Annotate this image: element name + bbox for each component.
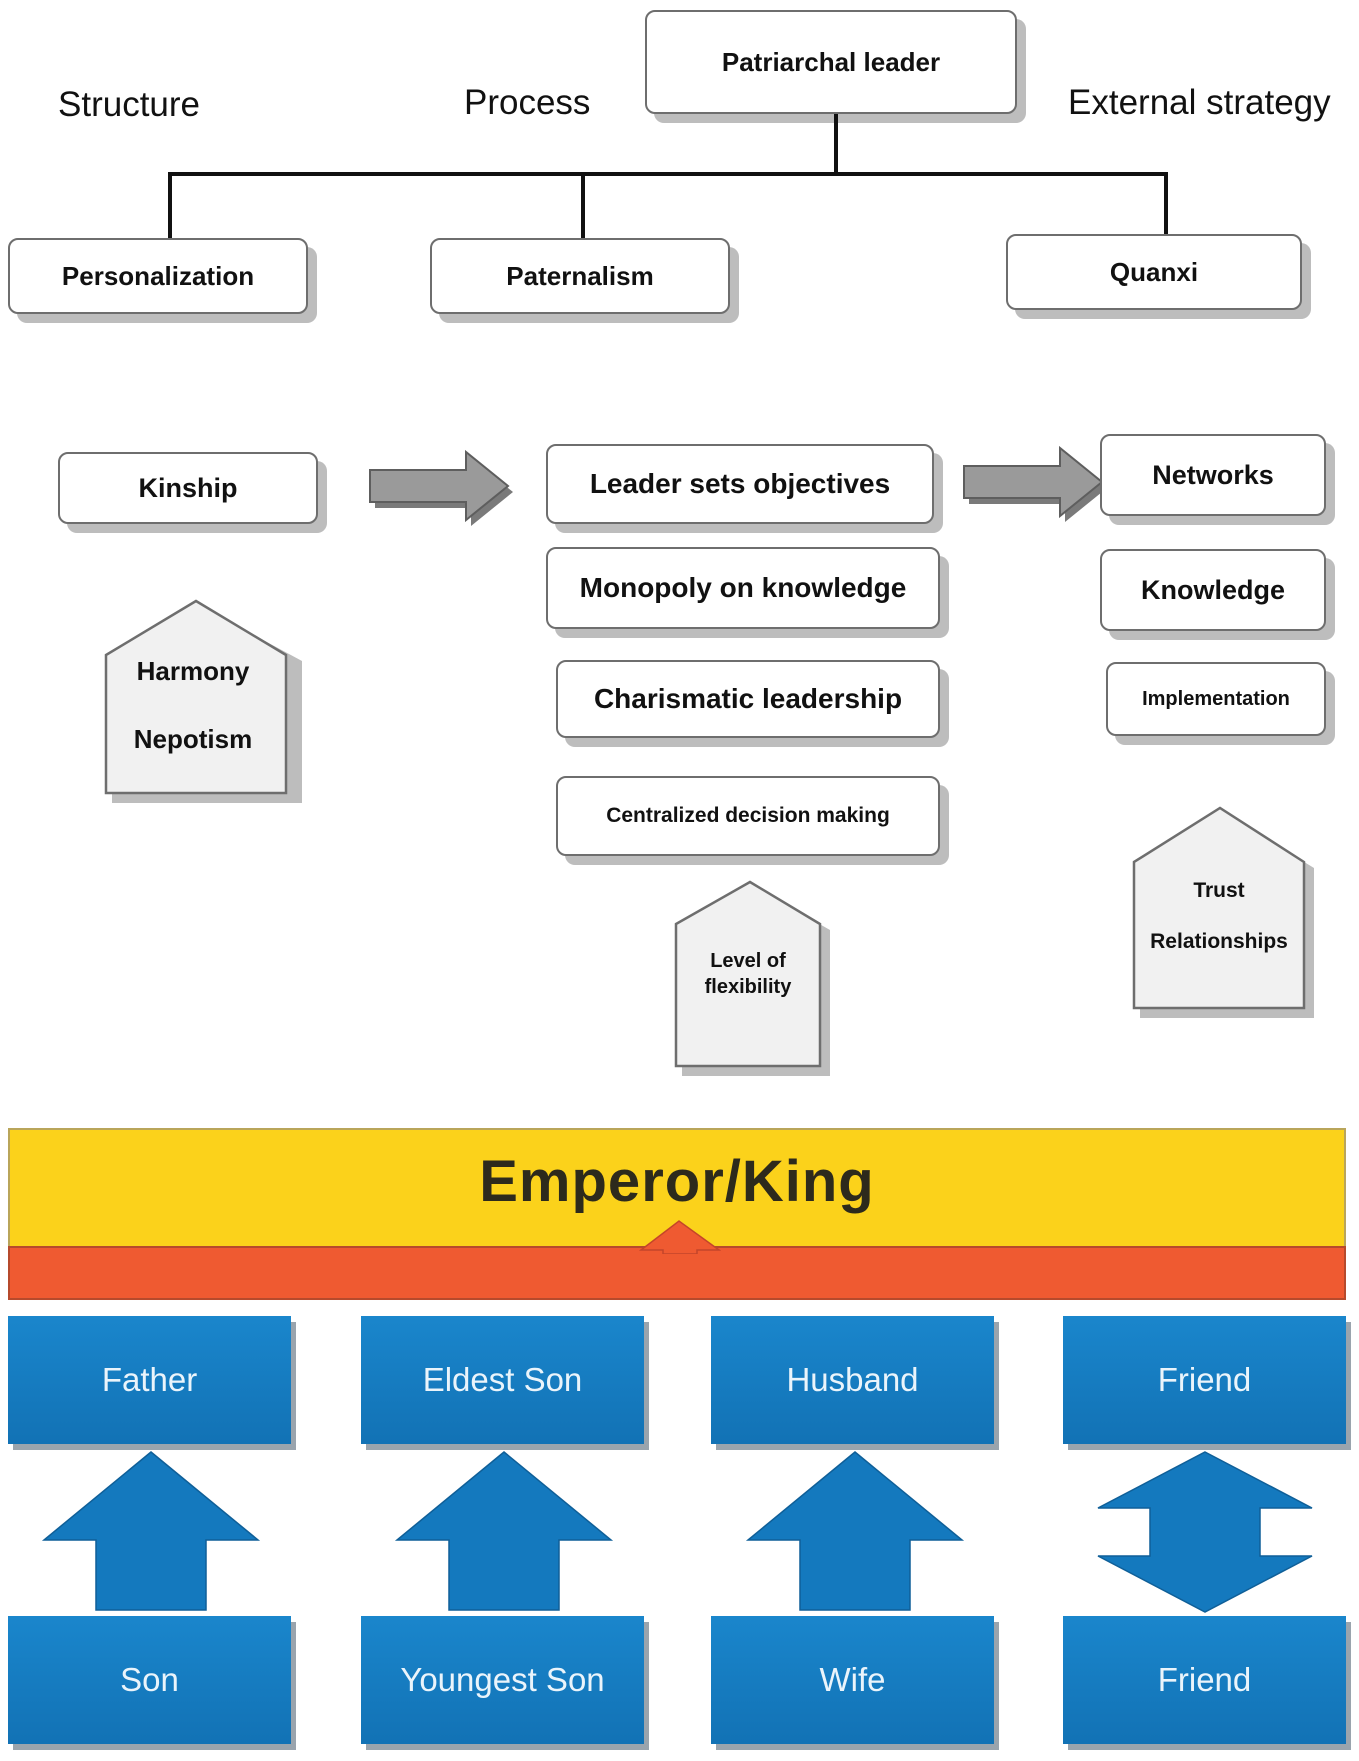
trust-relationships-pentagon xyxy=(1132,806,1314,1018)
eldest-son-label: Eldest Son xyxy=(422,1361,583,1398)
kinship-label: Kinship xyxy=(138,472,238,503)
flexibility-label: flexibility xyxy=(704,976,792,998)
kinship-box: Kinship xyxy=(58,452,318,524)
level-of-label: Level of xyxy=(710,950,786,972)
double-arrow-icon xyxy=(1097,1451,1313,1613)
charismatic-leadership-box: Charismatic leadership xyxy=(556,660,940,738)
father-box: Father xyxy=(8,1316,291,1444)
trust-label: Trust xyxy=(1193,879,1245,902)
paternalism-box: Paternalism xyxy=(430,238,730,314)
arrow-right-icon xyxy=(963,445,1107,522)
arrow-right-icon xyxy=(369,449,513,526)
red-band xyxy=(8,1246,1346,1300)
emperor-king-label: Emperor/King xyxy=(479,1149,875,1214)
leader-sets-objectives-box: Leader sets objectives xyxy=(546,444,934,524)
connector-horizontal xyxy=(168,172,1168,176)
youngest-son-box: Youngest Son xyxy=(361,1616,644,1744)
harmony-nepotism-pentagon xyxy=(104,599,302,803)
trust-relationships-text: Trust Relationships xyxy=(1134,866,1304,966)
heading-external-strategy: External strategy xyxy=(1068,83,1331,122)
husband-box: Husband xyxy=(711,1316,994,1444)
harmony-label: Harmony xyxy=(136,656,250,686)
level-of-flexibility-pentagon xyxy=(674,880,830,1076)
centralized-decision-making-label: Centralized decision making xyxy=(606,804,890,827)
father-label: Father xyxy=(101,1361,198,1398)
networks-label: Networks xyxy=(1152,459,1274,490)
friend-upper-box: Friend xyxy=(1063,1316,1346,1444)
leader-sets-objectives-label: Leader sets objectives xyxy=(589,468,891,499)
quanxi-box: Quanxi xyxy=(1006,234,1302,310)
charismatic-leadership-label: Charismatic leadership xyxy=(593,683,903,714)
personalization-label: Personalization xyxy=(61,260,255,291)
connector-drop-left xyxy=(168,172,172,240)
up-arrow-icon xyxy=(41,1451,261,1611)
patriarchal-leader-label: Patriarchal leader xyxy=(721,46,941,77)
up-arrow-icon xyxy=(745,1451,965,1611)
monopoly-on-knowledge-label: Monopoly on knowledge xyxy=(579,572,907,603)
networks-box: Networks xyxy=(1100,434,1326,516)
relationships-label: Relationships xyxy=(1150,930,1288,953)
connector-drop-middle xyxy=(581,172,585,240)
son-box: Son xyxy=(8,1616,291,1744)
red-up-arrow-icon xyxy=(639,1220,721,1254)
son-label: Son xyxy=(120,1661,179,1698)
connector-vertical-leader xyxy=(834,114,838,176)
husband-label: Husband xyxy=(786,1361,919,1398)
implementation-label: Implementation xyxy=(1142,687,1290,710)
eldest-son-box: Eldest Son xyxy=(361,1316,644,1444)
wife-box: Wife xyxy=(711,1616,994,1744)
quanxi-label: Quanxi xyxy=(1109,256,1199,287)
nepotism-label: Nepotism xyxy=(133,724,253,754)
personalization-box: Personalization xyxy=(8,238,308,314)
monopoly-on-knowledge-box: Monopoly on knowledge xyxy=(546,547,940,629)
heading-process: Process xyxy=(464,83,591,122)
knowledge-label: Knowledge xyxy=(1140,574,1285,605)
harmony-nepotism-text: Harmony Nepotism xyxy=(100,640,286,770)
connector-drop-right xyxy=(1164,172,1168,236)
friend-lower-box: Friend xyxy=(1063,1616,1346,1744)
knowledge-box: Knowledge xyxy=(1100,549,1326,631)
friend-lower-label: Friend xyxy=(1157,1661,1252,1698)
friend-upper-label: Friend xyxy=(1157,1361,1252,1398)
paternalism-label: Paternalism xyxy=(506,260,654,291)
heading-structure: Structure xyxy=(58,85,200,124)
level-of-flexibility-text: Level of flexibility xyxy=(676,944,820,1004)
up-arrow-icon xyxy=(394,1451,614,1611)
youngest-son-label: Youngest Son xyxy=(400,1661,605,1698)
patriarchal-leader-box: Patriarchal leader xyxy=(645,10,1017,114)
wife-label: Wife xyxy=(819,1661,886,1698)
implementation-box: Implementation xyxy=(1106,662,1326,736)
centralized-decision-making-box: Centralized decision making xyxy=(556,776,940,856)
